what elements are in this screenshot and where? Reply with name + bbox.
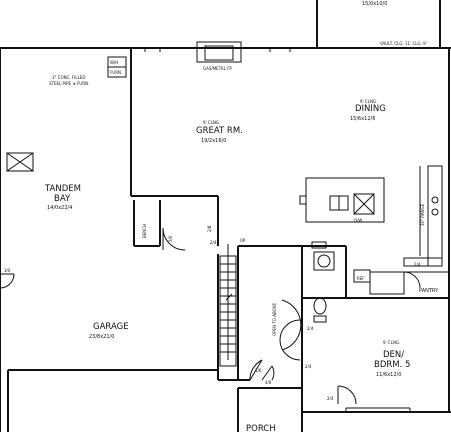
great-room-dims: 19/2x16/0 <box>201 138 226 144</box>
furnace-box <box>107 56 127 78</box>
kitchen-island <box>299 177 385 223</box>
open-to-above-label: OPEN TO ABOVE <box>272 303 277 336</box>
dining-dims: 15/6x12/6 <box>350 116 375 122</box>
bench-label: BENCH <box>142 224 147 238</box>
steel-pipe-note-1: 3" CONC. FILLED <box>52 75 85 80</box>
tandem-dims: 14/0x22/4 <box>47 205 72 211</box>
ref-pantry <box>353 269 449 295</box>
den-door <box>337 385 357 405</box>
window-marks <box>144 48 291 52</box>
great-room-name: GREAT RM. <box>196 126 243 136</box>
great-room-ceiling: 9' CLNG. <box>203 120 220 125</box>
den-dims: 11/6x12/0 <box>376 372 401 378</box>
wh-label: W/H <box>110 60 118 65</box>
door-24d-label: 2/4 <box>305 364 312 369</box>
door-28-label: 2/8 <box>207 225 212 232</box>
fireplace <box>196 41 242 63</box>
fireplace-label: GAS/METAL FP <box>203 66 232 71</box>
furn-label: FURN <box>110 70 121 75</box>
kitchen-counter <box>403 165 443 267</box>
door-40-label: 4/0 <box>265 380 272 385</box>
dining-ceiling: 9' CLNG. <box>360 99 377 104</box>
garage-dims: 23/8x21/0 <box>89 334 114 340</box>
interior-walls <box>7 195 449 432</box>
steel-pipe-note-2: STEEL PIPE ⊕ FURN. <box>49 81 89 86</box>
door-24c-label: 2/4 <box>327 396 334 401</box>
door-24e-label: 2/4 <box>210 240 217 245</box>
garage-door-label: 3/0 <box>4 268 11 273</box>
garage-entry-door <box>162 227 186 251</box>
dw-label: D/W <box>354 218 362 223</box>
porch-name: PORCH <box>246 424 276 432</box>
den-windows <box>345 407 411 412</box>
powder-room-fixtures <box>311 241 335 323</box>
garage-name: GARAGE <box>93 322 129 332</box>
pantry-label: PANTRY <box>419 288 439 294</box>
oven-label: 30" RANGE <box>420 203 425 226</box>
tandem-name-2: BAY <box>54 194 71 204</box>
dining-name: DINING <box>355 104 386 114</box>
hall-doors <box>249 299 302 381</box>
door-24b-label: 2/4 <box>414 262 421 267</box>
garage-side-door <box>0 273 15 289</box>
stair-up-label: UP <box>240 238 246 243</box>
door-24a-label: 2/4 <box>307 326 314 331</box>
stair <box>219 244 237 367</box>
ref-label: REF <box>357 276 365 281</box>
door-16-label: 1/6 <box>255 368 262 373</box>
den-ceiling: 9' CLNG. <box>383 340 400 345</box>
vault-note: VAULT. CLG. 11' CLG. 9' <box>380 41 427 46</box>
den-name-2: BDRM. 5 <box>374 360 410 370</box>
rail-dims: 3/0 <box>168 235 173 242</box>
top-right-dims: 15/0x10/0 <box>362 1 387 7</box>
attic-hatch <box>6 152 34 172</box>
den-name-1: DEN/ <box>383 350 404 360</box>
tandem-name-1: TANDEM <box>44 184 81 194</box>
